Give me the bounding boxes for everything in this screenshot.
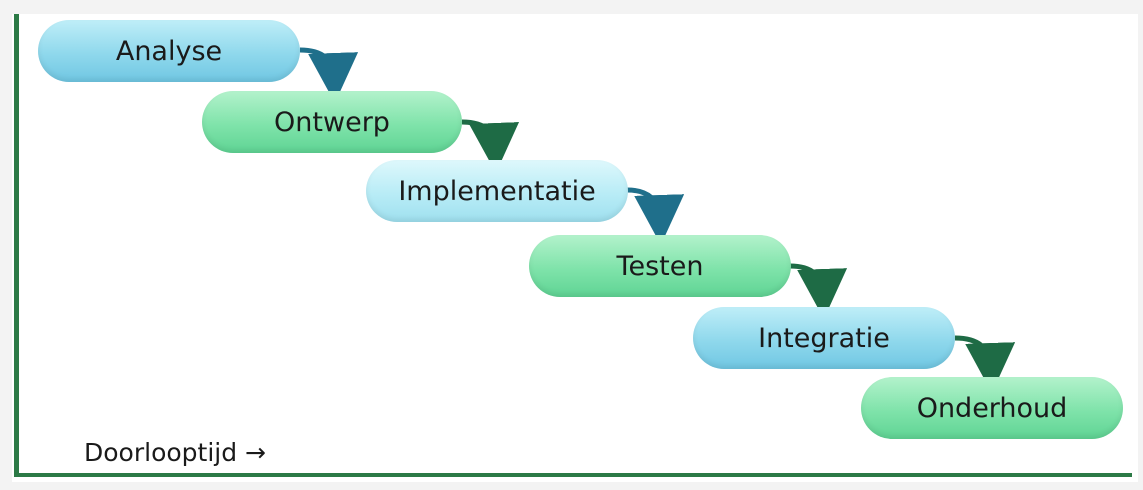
arrow-analyse-to-ontwerp — [299, 47, 359, 103]
phase-testen: Testen — [529, 235, 791, 297]
vertical-axis-line — [14, 14, 19, 476]
phase-label: Testen — [616, 250, 704, 282]
phase-label: Onderhoud — [916, 392, 1068, 424]
phase-analyse: Analyse — [38, 20, 300, 82]
arrow-testen-to-integratie — [789, 263, 848, 319]
arrow-ontwerp-to-implementatie — [461, 119, 520, 173]
phase-integratie: Integratie — [693, 307, 955, 369]
phase-onderhoud: Onderhoud — [861, 377, 1123, 439]
phase-implementatie: Implementatie — [366, 160, 628, 222]
phase-label: Ontwerp — [274, 106, 390, 138]
time-axis-label: Doorlooptijd → — [84, 438, 266, 467]
phase-label: Implementatie — [398, 175, 596, 207]
time-axis-line — [14, 473, 1132, 477]
arrow-integratie-to-onderhoud — [954, 335, 1016, 393]
arrow-implementatie-to-testen — [626, 187, 685, 245]
phase-label: Analyse — [115, 35, 223, 67]
phase-label: Integratie — [758, 322, 890, 354]
phase-ontwerp: Ontwerp — [202, 91, 462, 153]
